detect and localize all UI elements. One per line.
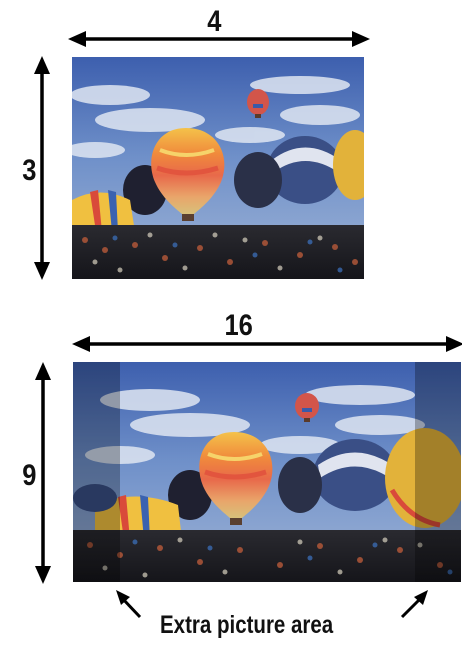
dimension-arrows <box>34 31 462 619</box>
width-label-4: 4 <box>207 5 222 38</box>
extra-picture-area-caption: Extra picture area <box>160 611 334 639</box>
photo-4x3 <box>72 57 364 279</box>
extra-area-left <box>73 362 120 582</box>
photo-16x9 <box>73 362 461 582</box>
height-label-9: 9 <box>22 459 37 492</box>
height-label-3: 3 <box>22 154 37 187</box>
width-label-16: 16 <box>224 309 253 342</box>
extra-area-right <box>415 362 461 582</box>
